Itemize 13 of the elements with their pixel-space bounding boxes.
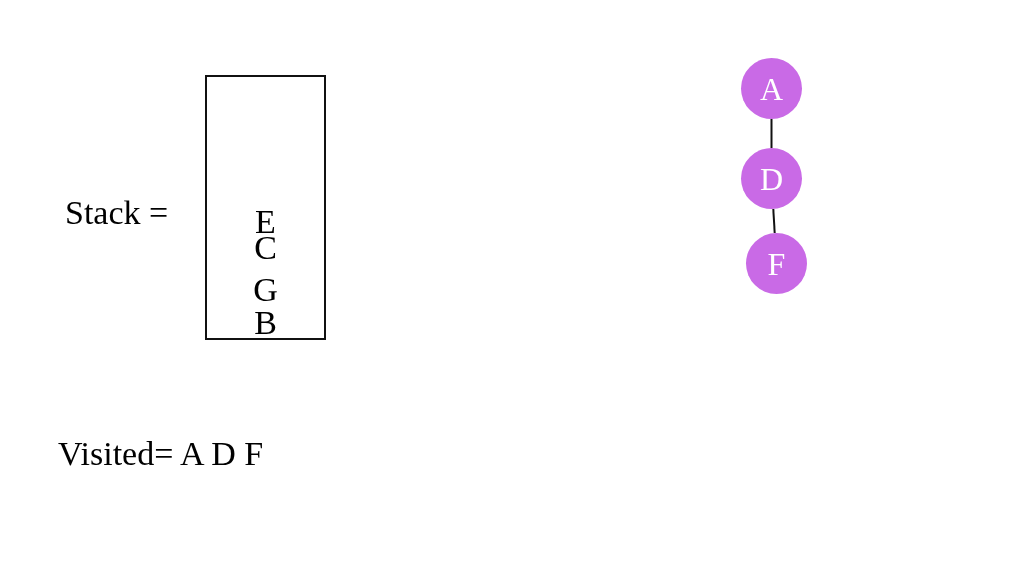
tree-edge	[772, 207, 776, 235]
graph-node-circle	[741, 148, 802, 209]
node-label: F	[767, 247, 786, 280]
graph-node-circle	[746, 233, 807, 294]
visited-list: Visited= A D F	[58, 437, 264, 471]
tree-edge	[770, 118, 773, 149]
stack-item: G	[253, 273, 278, 307]
stack-item: B	[254, 306, 277, 340]
stack-caption: Stack =	[65, 196, 169, 230]
node-label: D	[759, 162, 784, 195]
graph-node-circle	[741, 58, 802, 119]
stack-box	[205, 75, 326, 340]
node-label: A	[759, 72, 784, 105]
